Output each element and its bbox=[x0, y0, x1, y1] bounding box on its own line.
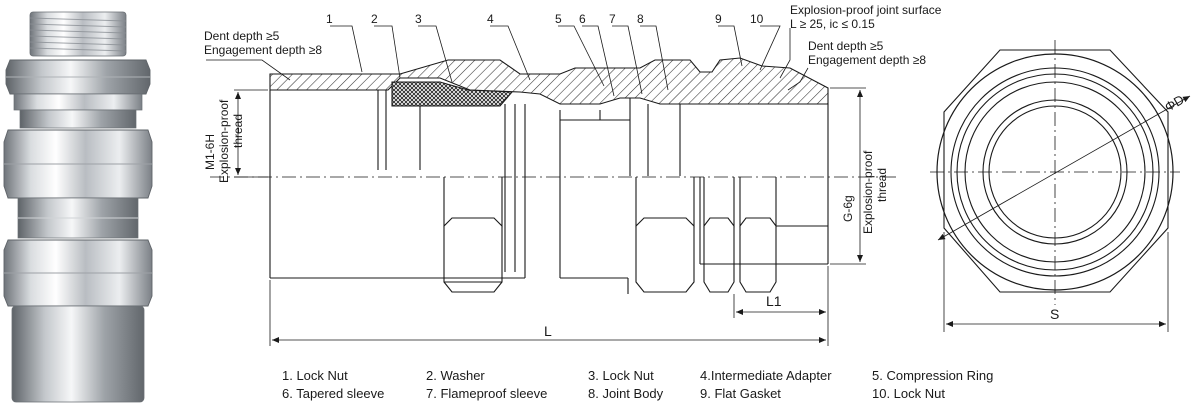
part-number-3: 3 bbox=[415, 12, 422, 26]
section-annotations: Dent depth ≥5 Engagement depth ≥8 Explos… bbox=[203, 3, 942, 234]
part-number-5: 5 bbox=[555, 12, 562, 26]
legend-item-10: 10. Lock Nut bbox=[872, 386, 945, 401]
part-number-7: 7 bbox=[609, 12, 616, 26]
legend-item-5: 5. Compression Ring bbox=[872, 368, 994, 383]
part-number-6: 6 bbox=[579, 12, 586, 26]
thread-left-code: M1-6H bbox=[203, 134, 217, 170]
part-number-4: 4 bbox=[487, 12, 494, 26]
legend-item-1: 1. Lock Nut bbox=[282, 368, 348, 383]
part-number-10: 10 bbox=[750, 12, 764, 26]
joint-surface-spec: L ≥ 25, ic ≤ 0.15 bbox=[790, 17, 875, 31]
part-number-9: 9 bbox=[715, 12, 722, 26]
legend-item-6: 6. Tapered sleeve bbox=[282, 386, 385, 401]
part-number-8: 8 bbox=[637, 12, 644, 26]
dimension-diameter: ΦD bbox=[1162, 92, 1187, 115]
dimension-thread-length: L1 bbox=[766, 293, 782, 309]
thread-right-word: thread bbox=[875, 168, 889, 202]
part-number-2: 2 bbox=[371, 12, 378, 26]
dimension-overall-length: L bbox=[544, 323, 552, 339]
legend-item-4: 4.Intermediate Adapter bbox=[700, 368, 832, 383]
thread-right-code: G-6g bbox=[841, 195, 855, 222]
legend-item-7: 7. Flameproof sleeve bbox=[426, 386, 548, 401]
legend-item-2: 2. Washer bbox=[426, 368, 485, 383]
thread-left-name: Explosion-proof bbox=[217, 99, 231, 183]
legend-item-9: 9. Flat Gasket bbox=[700, 386, 781, 401]
part-number-labels: 1 2 3 4 5 6 7 8 9 10 bbox=[326, 12, 764, 26]
joint-surface-title: Explosion-proof joint surface bbox=[790, 3, 942, 17]
dimension-across-flats: S bbox=[1050, 306, 1059, 322]
thread-right-name: Explosion-proof bbox=[861, 150, 875, 234]
engagement-depth-left: Engagement depth ≥8 bbox=[204, 43, 322, 57]
engagement-depth-right: Engagement depth ≥8 bbox=[808, 53, 926, 67]
dent-depth-right: Dent depth ≥5 bbox=[808, 39, 884, 53]
part-number-1: 1 bbox=[326, 12, 333, 26]
legend-item-8: 8. Joint Body bbox=[588, 386, 664, 401]
thread-left-word: thread bbox=[231, 114, 245, 148]
product-photo bbox=[3, 11, 153, 403]
end-view bbox=[930, 40, 1191, 332]
section-view bbox=[206, 25, 900, 346]
dent-depth-left: Dent depth ≥5 bbox=[204, 29, 280, 43]
legend-item-3: 3. Lock Nut bbox=[588, 368, 654, 383]
